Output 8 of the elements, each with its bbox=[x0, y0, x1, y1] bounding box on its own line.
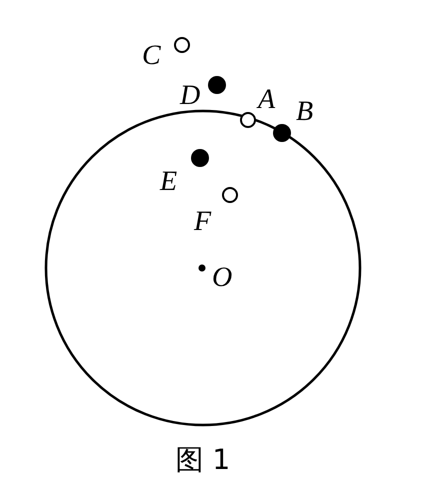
point-label: O bbox=[212, 264, 232, 292]
point-label: B bbox=[296, 98, 314, 126]
point-label: F bbox=[194, 208, 212, 236]
point-label: D bbox=[180, 82, 200, 110]
point-label: E bbox=[160, 168, 178, 196]
point-label: C bbox=[142, 42, 161, 70]
point-label: A bbox=[258, 86, 276, 114]
figure-caption: 图 1 bbox=[176, 444, 230, 476]
